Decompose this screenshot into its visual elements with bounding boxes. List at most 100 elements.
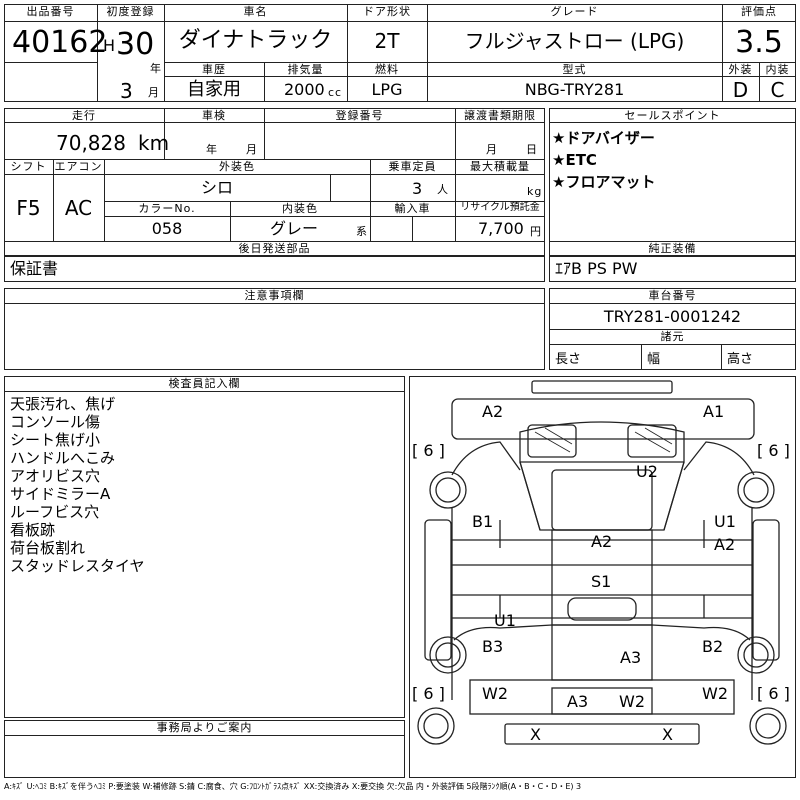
max-load-label: 最大積載量 bbox=[470, 160, 530, 173]
registration-month: 3 bbox=[120, 79, 133, 103]
chassis-number: TRY281-0001242 bbox=[603, 307, 742, 326]
dimensions-label: 諸元 bbox=[660, 330, 685, 343]
inspection-label: 車検 bbox=[202, 109, 226, 122]
score: 3.5 bbox=[735, 25, 783, 60]
chassis-label: 車台番号 bbox=[648, 289, 697, 302]
later-parts: 保証書 bbox=[10, 259, 59, 278]
aircon-label: エアコン bbox=[54, 160, 103, 173]
mark-u1-right: U1 bbox=[714, 512, 736, 531]
mark-tire-front-left: [ 6 ] bbox=[412, 441, 445, 460]
history-label: 車歴 bbox=[202, 63, 226, 76]
exterior-label: 外装 bbox=[728, 63, 753, 76]
mileage-unit: km bbox=[138, 131, 170, 155]
remark-item: サイドミラーA bbox=[10, 485, 111, 503]
car-name: ダイナトラック bbox=[178, 28, 333, 53]
aircon: AC bbox=[64, 196, 93, 220]
mark-a2-top: A2 bbox=[482, 402, 504, 421]
lot-number-label: 出品番号 bbox=[26, 5, 75, 18]
height-label: 高さ bbox=[727, 352, 754, 367]
grade: フルジャストロー (LPG) bbox=[464, 29, 685, 53]
sales-points-label: セールスポイント bbox=[624, 109, 721, 122]
capacity: 3 bbox=[412, 179, 423, 198]
shift: F5 bbox=[16, 196, 41, 220]
mark-tire-front-right: [ 6 ] bbox=[757, 441, 790, 460]
mark-b3: B3 bbox=[482, 637, 504, 656]
sales-point: ★ETC bbox=[552, 151, 597, 169]
mark-b2: B2 bbox=[702, 637, 724, 656]
color-number-label: カラーNo. bbox=[138, 202, 196, 215]
remark-item: コンソール傷 bbox=[10, 413, 101, 431]
inspection-year-unit: 年 bbox=[206, 143, 218, 156]
mark-w2-bottom: W2 bbox=[619, 692, 645, 711]
sales-points-section bbox=[549, 108, 796, 256]
transfer-month-unit: 月 bbox=[486, 143, 498, 156]
sales-points-list: ★ドアバイザー ★ETC ★フロアマット bbox=[552, 127, 655, 193]
capacity-label: 乗車定員 bbox=[388, 160, 437, 173]
inspector-label: 検査員記入欄 bbox=[168, 377, 241, 390]
mark-b1: B1 bbox=[472, 512, 494, 531]
capacity-unit: 人 bbox=[437, 183, 449, 196]
equipment: ｴｱB PS PW bbox=[555, 259, 638, 278]
mark-a2-right: A2 bbox=[714, 535, 736, 554]
damage-diagram-frame bbox=[409, 376, 796, 778]
details-section bbox=[4, 108, 545, 256]
first-registration-label: 初度登録 bbox=[106, 5, 155, 18]
interior-color-label: 内装色 bbox=[282, 202, 318, 215]
later-parts-box bbox=[4, 256, 545, 282]
fuel-label: 燃料 bbox=[375, 63, 399, 76]
score-label: 評価点 bbox=[741, 5, 777, 18]
inspector-section bbox=[4, 376, 405, 718]
exterior-color-label: 外装色 bbox=[219, 160, 255, 173]
remark-item: 荷台板割れ bbox=[10, 539, 86, 557]
mark-x-right: X bbox=[662, 725, 673, 744]
mark-u2: U2 bbox=[636, 462, 658, 481]
sales-point: ★フロアマット bbox=[552, 173, 656, 191]
interior-color: グレー bbox=[270, 219, 319, 238]
model: NBG-TRY281 bbox=[524, 80, 625, 99]
door-label: ドア形状 bbox=[363, 5, 411, 18]
registration-number-label: 登録番号 bbox=[335, 109, 384, 122]
color-number: 058 bbox=[151, 219, 183, 238]
mark-w2-left: W2 bbox=[482, 684, 508, 703]
notes-section bbox=[4, 288, 545, 370]
recycle-unit: 円 bbox=[530, 225, 542, 238]
mileage: 70,828 bbox=[56, 131, 126, 155]
transfer-day-unit: 日 bbox=[526, 143, 538, 156]
fuel: LPG bbox=[371, 80, 403, 99]
length-label: 長さ bbox=[555, 352, 582, 367]
model-label: 型式 bbox=[562, 63, 587, 76]
header-section bbox=[4, 4, 796, 102]
mark-a3-bottom: A3 bbox=[567, 692, 589, 711]
office-label: 事務局よりご案内 bbox=[156, 721, 253, 734]
legend: A:ｷｽﾞ U:ﾍｺﾐ B:ｷｽﾞを伴うﾍｺﾐ P:要塗装 W:補修跡 S:錆 … bbox=[4, 782, 582, 791]
transfer-deadline-label: 譲渡書類期限 bbox=[464, 109, 536, 122]
exterior-color: シロ bbox=[200, 178, 233, 197]
displacement-label: 排気量 bbox=[287, 63, 324, 76]
year-unit: 年 bbox=[150, 62, 162, 75]
registration-year: 30 bbox=[116, 27, 155, 62]
sales-point: ★ドアバイザー bbox=[552, 129, 655, 147]
mark-tire-rear-right: [ 6 ] bbox=[757, 684, 790, 703]
remark-item: シート焦げ小 bbox=[10, 431, 101, 449]
max-load-unit: kg bbox=[527, 185, 543, 198]
remark-item: ハンドルへこみ bbox=[10, 449, 116, 467]
equipment-label: 純正装備 bbox=[648, 242, 697, 255]
displacement-unit: cc bbox=[328, 86, 343, 99]
interior-label: 内装 bbox=[765, 63, 790, 76]
mark-a2-center: A2 bbox=[591, 532, 613, 551]
remark-item: スタッドレスタイヤ bbox=[10, 557, 145, 575]
car-name-label: 車名 bbox=[243, 5, 268, 18]
inspector-remarks: 天張汚れ、焦げ コンソール傷 シート焦げ小 ハンドルへこみ アオリビス穴 サイド… bbox=[10, 395, 145, 575]
mark-a1-top: A1 bbox=[703, 402, 725, 421]
mark-tire-rear-left: [ 6 ] bbox=[412, 684, 445, 703]
mark-a3-center: A3 bbox=[620, 648, 642, 667]
grade-label: グレード bbox=[550, 5, 599, 18]
remark-item: アオリビス穴 bbox=[10, 467, 101, 485]
displacement: 2000 bbox=[284, 80, 325, 99]
remark-item: 天張汚れ、焦げ bbox=[10, 395, 116, 413]
inspection-month-unit: 月 bbox=[246, 143, 258, 156]
era: H bbox=[103, 36, 116, 55]
lot-number: 40162 bbox=[12, 25, 108, 60]
mark-s1: S1 bbox=[591, 572, 612, 591]
recycle-label: リサイクル預託金 bbox=[460, 202, 540, 213]
